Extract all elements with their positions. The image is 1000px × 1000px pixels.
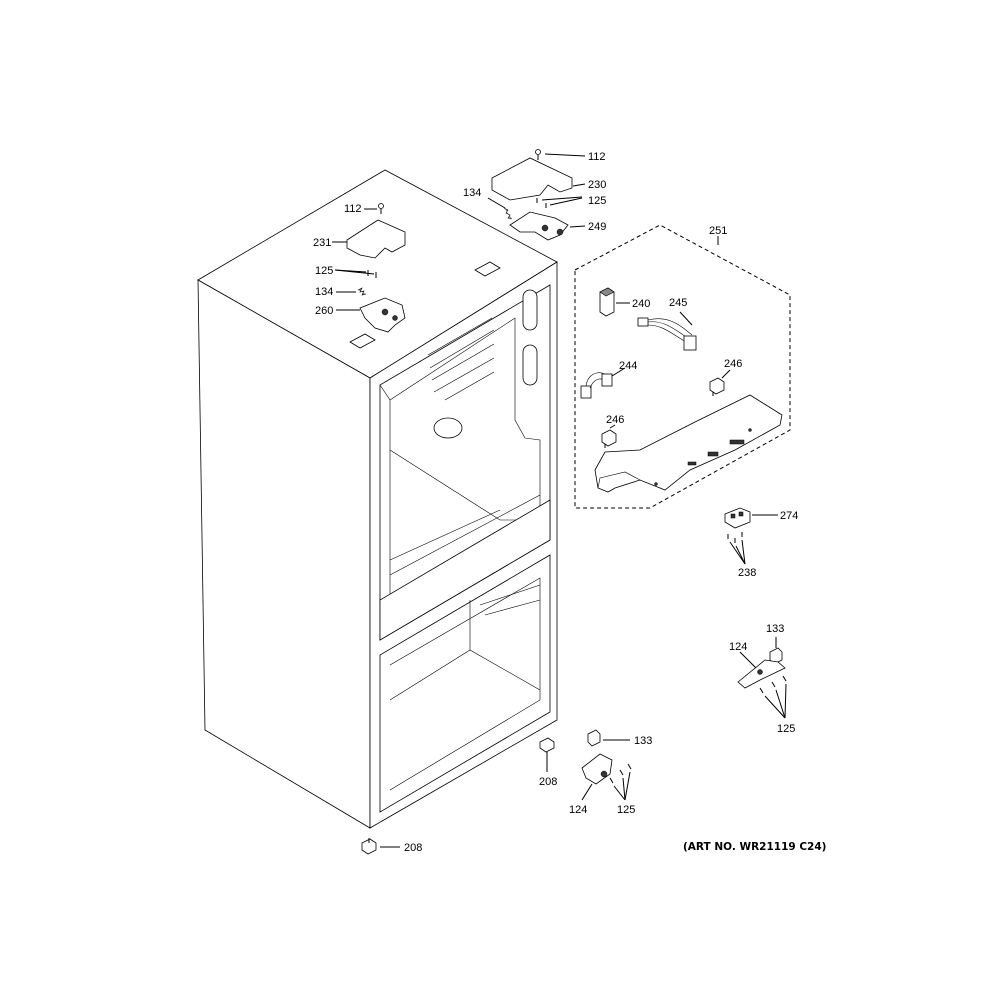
refrigerator-cabinet xyxy=(197,169,558,829)
callout-208-bottom: 208 xyxy=(404,842,422,854)
sensor-240 xyxy=(599,287,615,317)
callout-125-lower-right: 125 xyxy=(777,723,795,735)
control-components xyxy=(580,287,783,493)
callout-labels: 112 230 134 125 249 112 231 125 134 260 … xyxy=(313,151,798,854)
screws-125-lower xyxy=(609,763,632,801)
lower-hinge-right xyxy=(737,637,787,719)
left-hinge-assembly xyxy=(332,203,406,333)
callout-240: 240 xyxy=(632,298,650,310)
callout-260: 260 xyxy=(315,305,333,317)
leveling-leg-208-right xyxy=(539,737,555,760)
callout-246-a: 246 xyxy=(724,358,742,370)
callout-230: 230 xyxy=(588,179,606,191)
callout-133-upper: 133 xyxy=(766,623,784,635)
callout-134-left: 134 xyxy=(315,286,333,298)
wire-harness-245 xyxy=(637,317,697,351)
callout-125-lower: 125 xyxy=(617,804,635,816)
screw-112-left xyxy=(378,203,384,214)
wire-harness-244 xyxy=(580,372,613,399)
hinge-249 xyxy=(509,211,569,241)
hinge-260 xyxy=(359,297,406,333)
callout-133-lower: 133 xyxy=(634,735,652,747)
part-274 xyxy=(724,507,751,529)
callout-231: 231 xyxy=(313,237,331,249)
kit-251-dashed-outline xyxy=(574,224,791,509)
screws-238 xyxy=(727,532,746,565)
callout-112-top: 112 xyxy=(588,151,606,163)
screws-125-upper xyxy=(759,675,787,719)
control-board-housing xyxy=(594,394,783,493)
spring-134-right xyxy=(503,207,513,220)
callout-112-left: 112 xyxy=(344,203,362,215)
callout-238: 238 xyxy=(738,567,756,579)
right-hinge-assembly xyxy=(487,149,586,241)
spring-134-left xyxy=(357,287,367,296)
callout-246-b: 246 xyxy=(606,414,624,426)
callout-134-right: 134 xyxy=(463,187,481,199)
callout-208-right: 208 xyxy=(539,776,557,788)
connector-246-lower xyxy=(601,429,617,448)
callout-125-right: 125 xyxy=(588,195,606,207)
callout-251: 251 xyxy=(709,225,727,237)
callout-125-left: 125 xyxy=(315,265,333,277)
callout-245: 245 xyxy=(669,297,687,309)
hinge-pin-133-upper xyxy=(769,647,783,665)
hinge-cover-230 xyxy=(491,157,573,201)
lower-hinge-center xyxy=(581,729,632,801)
hinge-pin-133-lower xyxy=(587,729,601,747)
art-number: (ART NO. WR21119 C24) xyxy=(683,841,826,853)
connector-246-upper xyxy=(709,377,725,396)
callout-124-lower: 124 xyxy=(569,804,587,816)
hinge-cover-231 xyxy=(346,219,406,259)
callout-274: 274 xyxy=(780,510,798,522)
callout-244: 244 xyxy=(619,360,637,372)
screw-112-top xyxy=(535,149,541,160)
leveling-leg-208-bottom xyxy=(361,838,377,855)
callout-124-upper: 124 xyxy=(729,641,747,653)
hinge-bracket-124-lower xyxy=(581,753,613,785)
callout-249: 249 xyxy=(588,221,606,233)
